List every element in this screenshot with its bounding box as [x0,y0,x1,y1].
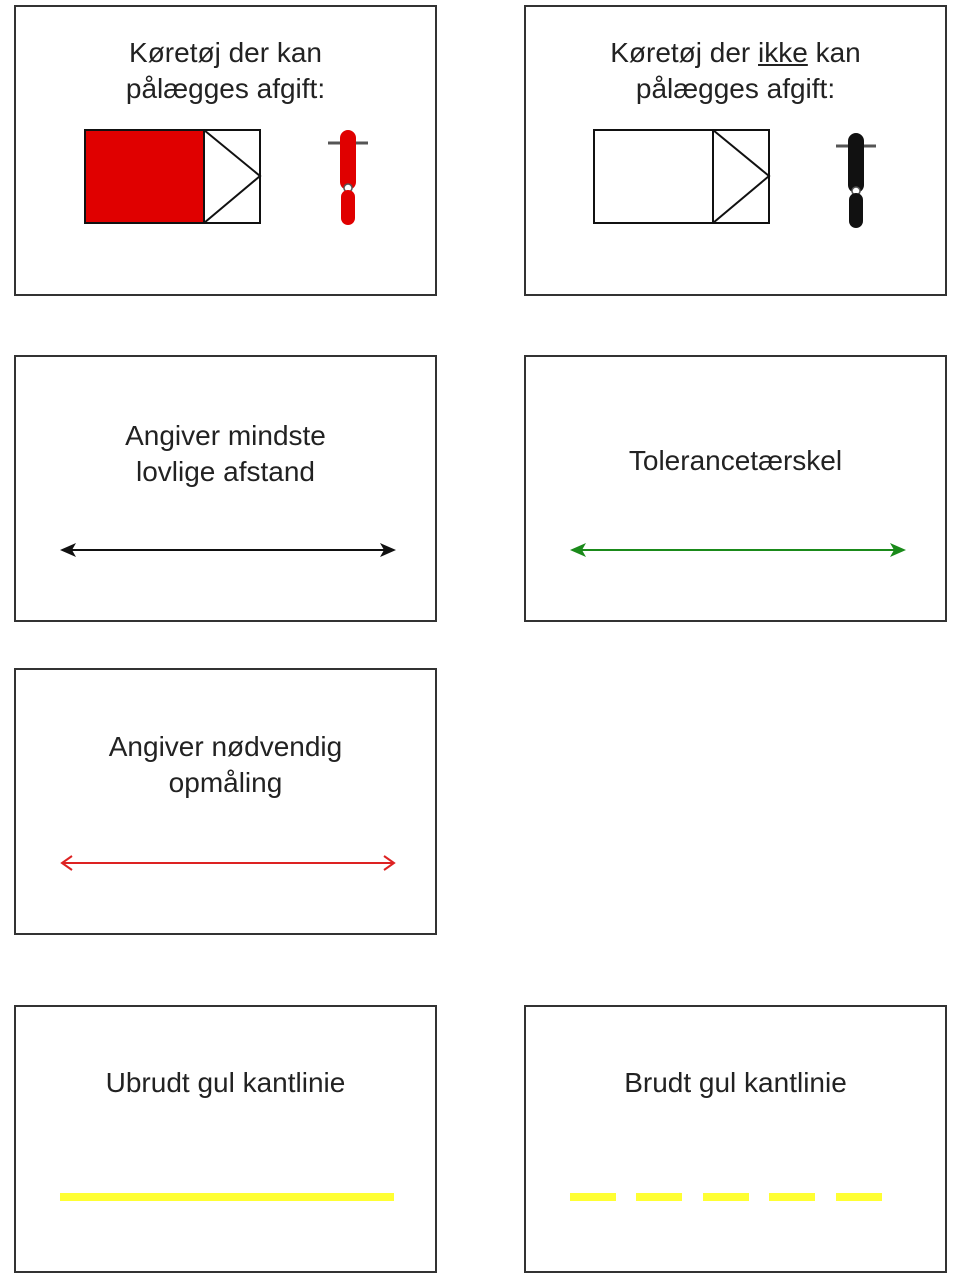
truck-cab-chevron [203,129,262,224]
legend-caption-taxable: Køretøj der kan pålægges afgift: [16,35,435,107]
caption-line-1: Brudt gul kantlinie [624,1067,847,1098]
legend-caption-measurement: Angiver nødvendig opmåling [16,729,435,801]
double-arrow-icon [60,543,396,557]
motorcycle-icon [836,133,876,228]
line-dash [636,1193,682,1201]
caption-line-2: pålægges afgift: [125,73,326,104]
legend-card-tolerance-threshold: Tolerancetærskel [524,355,947,622]
truck-cab [203,129,261,224]
line-dash [836,1193,882,1201]
legend-caption-solid-line: Ubrudt gul kantlinie [16,1065,435,1101]
line-dash [769,1193,815,1201]
broken-yellow-line [570,1193,882,1201]
caption-line-1: Ubrudt gul kantlinie [105,1067,346,1098]
caption-line-1: Angiver mindste [125,420,326,451]
caption-line-2: opmåling [168,767,283,798]
legend-card-broken-edge-line: Brudt gul kantlinie [524,1005,947,1273]
legend-caption-tolerance: Tolerancetærskel [526,443,945,479]
truck-icon [593,129,771,224]
legend-card-taxable-vehicles: Køretøj der kan pålægges afgift: [14,5,437,296]
line-dash [570,1193,616,1201]
legend-caption-broken-line: Brudt gul kantlinie [526,1065,945,1101]
truck-cargo [593,129,714,224]
caption-line-1: Køretøj der kan [129,37,322,68]
legend-card-required-measurement: Angiver nødvendig opmåling [14,668,437,935]
caption-line-2: pålægges afgift: [635,73,836,104]
legend-card-minimum-distance: Angiver mindste lovlige afstand [14,355,437,622]
caption-text-post: kan [807,37,861,68]
solid-yellow-line [60,1193,394,1201]
caption-emphasis-ikke: ikke [758,37,808,68]
caption-text-pre: Køretøj der [610,37,759,68]
motorcycle-icon [328,130,368,225]
caption-line-1: Tolerancetærskel [628,445,843,476]
double-arrow-icon [60,855,396,871]
legend-caption-non-taxable: Køretøj der ikke kan pålægges afgift: [526,35,945,107]
caption-line-1: Angiver nødvendig [108,731,343,762]
legend-card-solid-edge-line: Ubrudt gul kantlinie [14,1005,437,1273]
truck-cab-chevron [712,129,771,224]
truck-icon [84,129,262,224]
caption-line-2: lovlige afstand [135,456,315,487]
caption-line-1: Køretøj der ikke kan [526,35,945,71]
legend-caption-minimum-distance: Angiver mindste lovlige afstand [16,418,435,490]
double-arrow-icon [570,543,906,557]
truck-cab [712,129,770,224]
legend-card-non-taxable-vehicles: Køretøj der ikke kan pålægges afgift: [524,5,947,296]
truck-cargo [84,129,205,224]
line-dash [703,1193,749,1201]
